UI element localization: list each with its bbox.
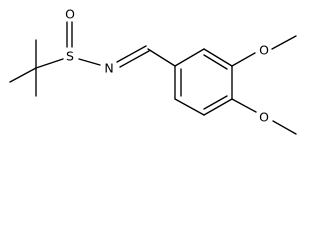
bond-ring-to-oxygen-meta (231, 52, 256, 67)
benzene-ring (174, 48, 233, 116)
atom-label-oxygen-para: O (259, 110, 269, 125)
ring-bond-2 (203, 48, 233, 67)
ring-inner-double-2 (203, 95, 228, 110)
bond-quaternary-c-to-sulfur (35, 58, 64, 69)
bond-imine-double-b (119, 50, 150, 68)
bond-ring-to-oxygen-para (231, 98, 257, 113)
ring-bond-4 (203, 98, 233, 116)
ring-bond-1 (174, 48, 205, 67)
bond-sulfur-nitrogen (78, 58, 101, 66)
atom-label-sulfur: S (66, 49, 74, 64)
chemical-structure-diagram: O S N O O (9, 7, 297, 135)
atom-label-nitrogen: N (104, 61, 113, 76)
atom-label-oxygen-sulfinyl: O (65, 7, 75, 22)
tert-butyl-group (9, 39, 64, 97)
bond-quaternary-c-to-methyl-left (9, 67, 37, 83)
bond-imine-double-a (116, 45, 147, 63)
bond-oxygen-para-to-methyl (272, 120, 297, 135)
ring-bond-5 (174, 98, 205, 116)
bond-oxygen-meta-to-methyl (271, 35, 297, 50)
atom-label-oxygen-meta: O (259, 43, 269, 58)
ring-inner-double-1 (203, 54, 228, 70)
bond-imine-carbon-to-ring (147, 48, 176, 67)
